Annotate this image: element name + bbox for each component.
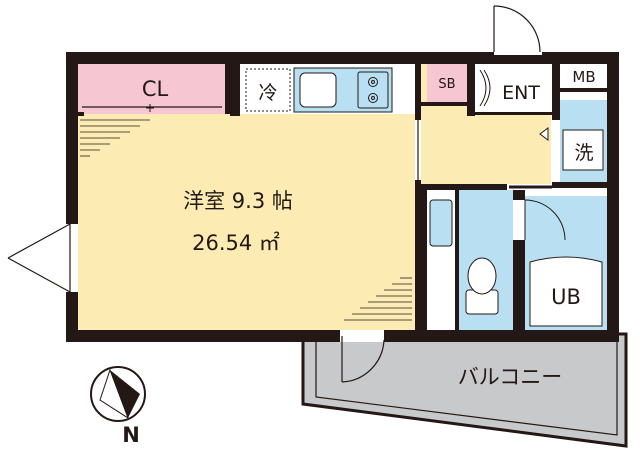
closet-label: CL [142, 77, 169, 101]
balcony-label: バルコニー [458, 365, 563, 389]
entrance-door-icon [493, 5, 542, 55]
western-room-name: 洋室 9.3 帖 [183, 189, 293, 213]
shoe-box-label: SB [438, 77, 455, 92]
fridge-space [245, 68, 291, 112]
left-door-icon [7, 223, 71, 293]
entrance-floor [475, 64, 552, 114]
western-room [78, 114, 415, 330]
toilet-icon [465, 257, 499, 315]
unit-bath-label: UB [551, 285, 581, 309]
meter-box-label: MB [572, 68, 595, 86]
compass-north-label: N [122, 423, 140, 447]
meter-box [560, 64, 607, 88]
shoe-box [427, 64, 467, 102]
entrance-label: ENT [502, 82, 540, 104]
balcony-door-icon [341, 336, 385, 383]
fridge-label: 冷 [258, 82, 277, 104]
stove-icon [357, 71, 389, 109]
inner-door-icon [479, 69, 491, 107]
floor-hatch-bottom [344, 277, 412, 321]
hallway [421, 114, 551, 184]
bathtub-icon [529, 256, 603, 327]
western-room-area: 26.54 ㎡ [192, 231, 280, 255]
floor-hatch-top [80, 119, 150, 157]
closet-area [78, 64, 225, 114]
washer-label: 洗 [574, 142, 593, 164]
compass-icon [90, 366, 146, 422]
vanity-sink [429, 199, 453, 247]
sink-icon [299, 72, 337, 108]
balcony-area [301, 332, 628, 448]
